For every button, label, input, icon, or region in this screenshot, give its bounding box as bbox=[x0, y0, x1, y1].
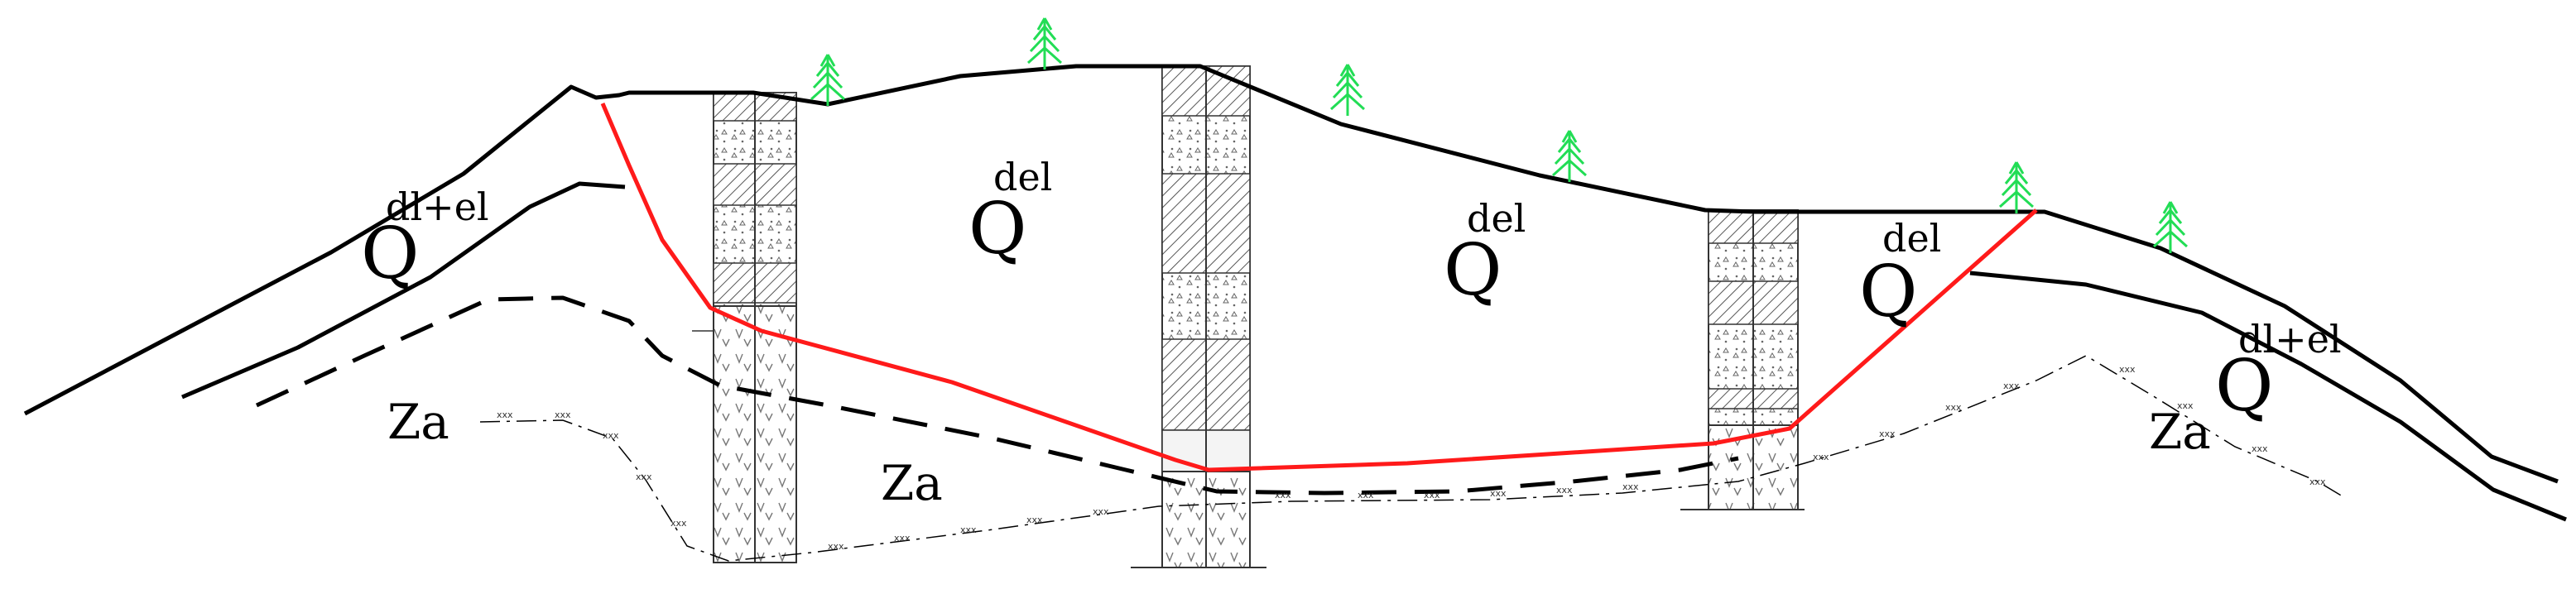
label-q-dl-el-left: Q dl+el bbox=[361, 184, 489, 295]
label-q-dl-el-right: Q dl+el bbox=[2215, 317, 2342, 428]
xxx-mark: xxx bbox=[1556, 485, 1573, 496]
xxx-mark: xxx bbox=[555, 409, 571, 420]
label-q-del-3: Q del bbox=[1859, 216, 1941, 333]
tree-icon bbox=[1998, 160, 2035, 215]
borehole-1 bbox=[692, 92, 797, 563]
svg-text:Q: Q bbox=[1444, 229, 1502, 312]
xxx-mark: xxx bbox=[1093, 506, 1109, 517]
label-q-del-2: Q del bbox=[1444, 196, 1526, 312]
label-za-3: Za bbox=[2149, 404, 2211, 460]
xxx-mark: xxx bbox=[2003, 381, 2020, 391]
borehole-3 bbox=[1680, 209, 1805, 510]
rock-boundary-dashed bbox=[255, 295, 1739, 496]
weathering-marks: xxx xxx xxx xxx xxx xxx xxx xxx xxx xxx … bbox=[497, 364, 2326, 552]
label-za-1: Za bbox=[387, 394, 449, 450]
weathering-boundary-line bbox=[479, 355, 2343, 562]
xxx-mark: xxx bbox=[2309, 476, 2326, 487]
xxx-mark: xxx bbox=[1622, 481, 1639, 492]
svg-text:Q: Q bbox=[968, 188, 1027, 271]
tree-icon bbox=[1026, 17, 1063, 71]
xxx-mark: xxx bbox=[1879, 429, 1896, 439]
xxx-mark: xxx bbox=[1945, 402, 1962, 413]
tree-icon bbox=[810, 53, 846, 108]
tree-icon bbox=[1551, 129, 1588, 184]
xxx-mark: xxx bbox=[1275, 490, 1291, 500]
svg-text:del: del bbox=[1467, 196, 1526, 241]
ground-surface-line bbox=[23, 64, 2559, 484]
label-q-del-1: Q del bbox=[968, 155, 1052, 271]
label-za-2: Za bbox=[881, 455, 943, 511]
svg-text:del: del bbox=[1882, 216, 1941, 261]
xxx-mark: xxx bbox=[1424, 490, 1440, 500]
svg-text:Q: Q bbox=[1859, 251, 1918, 333]
tree-icon bbox=[1329, 63, 1366, 117]
layer-boundary-right bbox=[1969, 271, 2567, 522]
xxx-mark: xxx bbox=[894, 533, 911, 544]
svg-text:dl+el: dl+el bbox=[386, 184, 489, 229]
xxx-mark: xxx bbox=[1358, 490, 1374, 500]
svg-text:Q: Q bbox=[361, 213, 420, 295]
xxx-mark: xxx bbox=[960, 524, 977, 535]
xxx-mark: xxx bbox=[2119, 364, 2136, 375]
slide-surface-line bbox=[600, 103, 2038, 472]
xxx-mark: xxx bbox=[1813, 452, 1829, 462]
borehole-2 bbox=[1131, 65, 1266, 568]
xxx-mark: xxx bbox=[497, 409, 513, 420]
xxx-mark: xxx bbox=[2177, 400, 2194, 411]
xxx-mark: xxx bbox=[636, 472, 652, 482]
xxx-mark: xxx bbox=[1026, 515, 1043, 525]
xxx-mark: xxx bbox=[670, 518, 687, 529]
tree-icon bbox=[2152, 200, 2189, 255]
svg-text:Q: Q bbox=[2215, 345, 2274, 428]
xxx-mark: xxx bbox=[828, 541, 844, 552]
xxx-mark: xxx bbox=[1490, 488, 1507, 499]
svg-text:dl+el: dl+el bbox=[2238, 317, 2342, 362]
xxx-mark: xxx bbox=[2252, 443, 2268, 454]
svg-text:del: del bbox=[993, 155, 1052, 199]
xxx-mark: xxx bbox=[603, 430, 619, 441]
layer-boundary-left bbox=[181, 181, 626, 400]
